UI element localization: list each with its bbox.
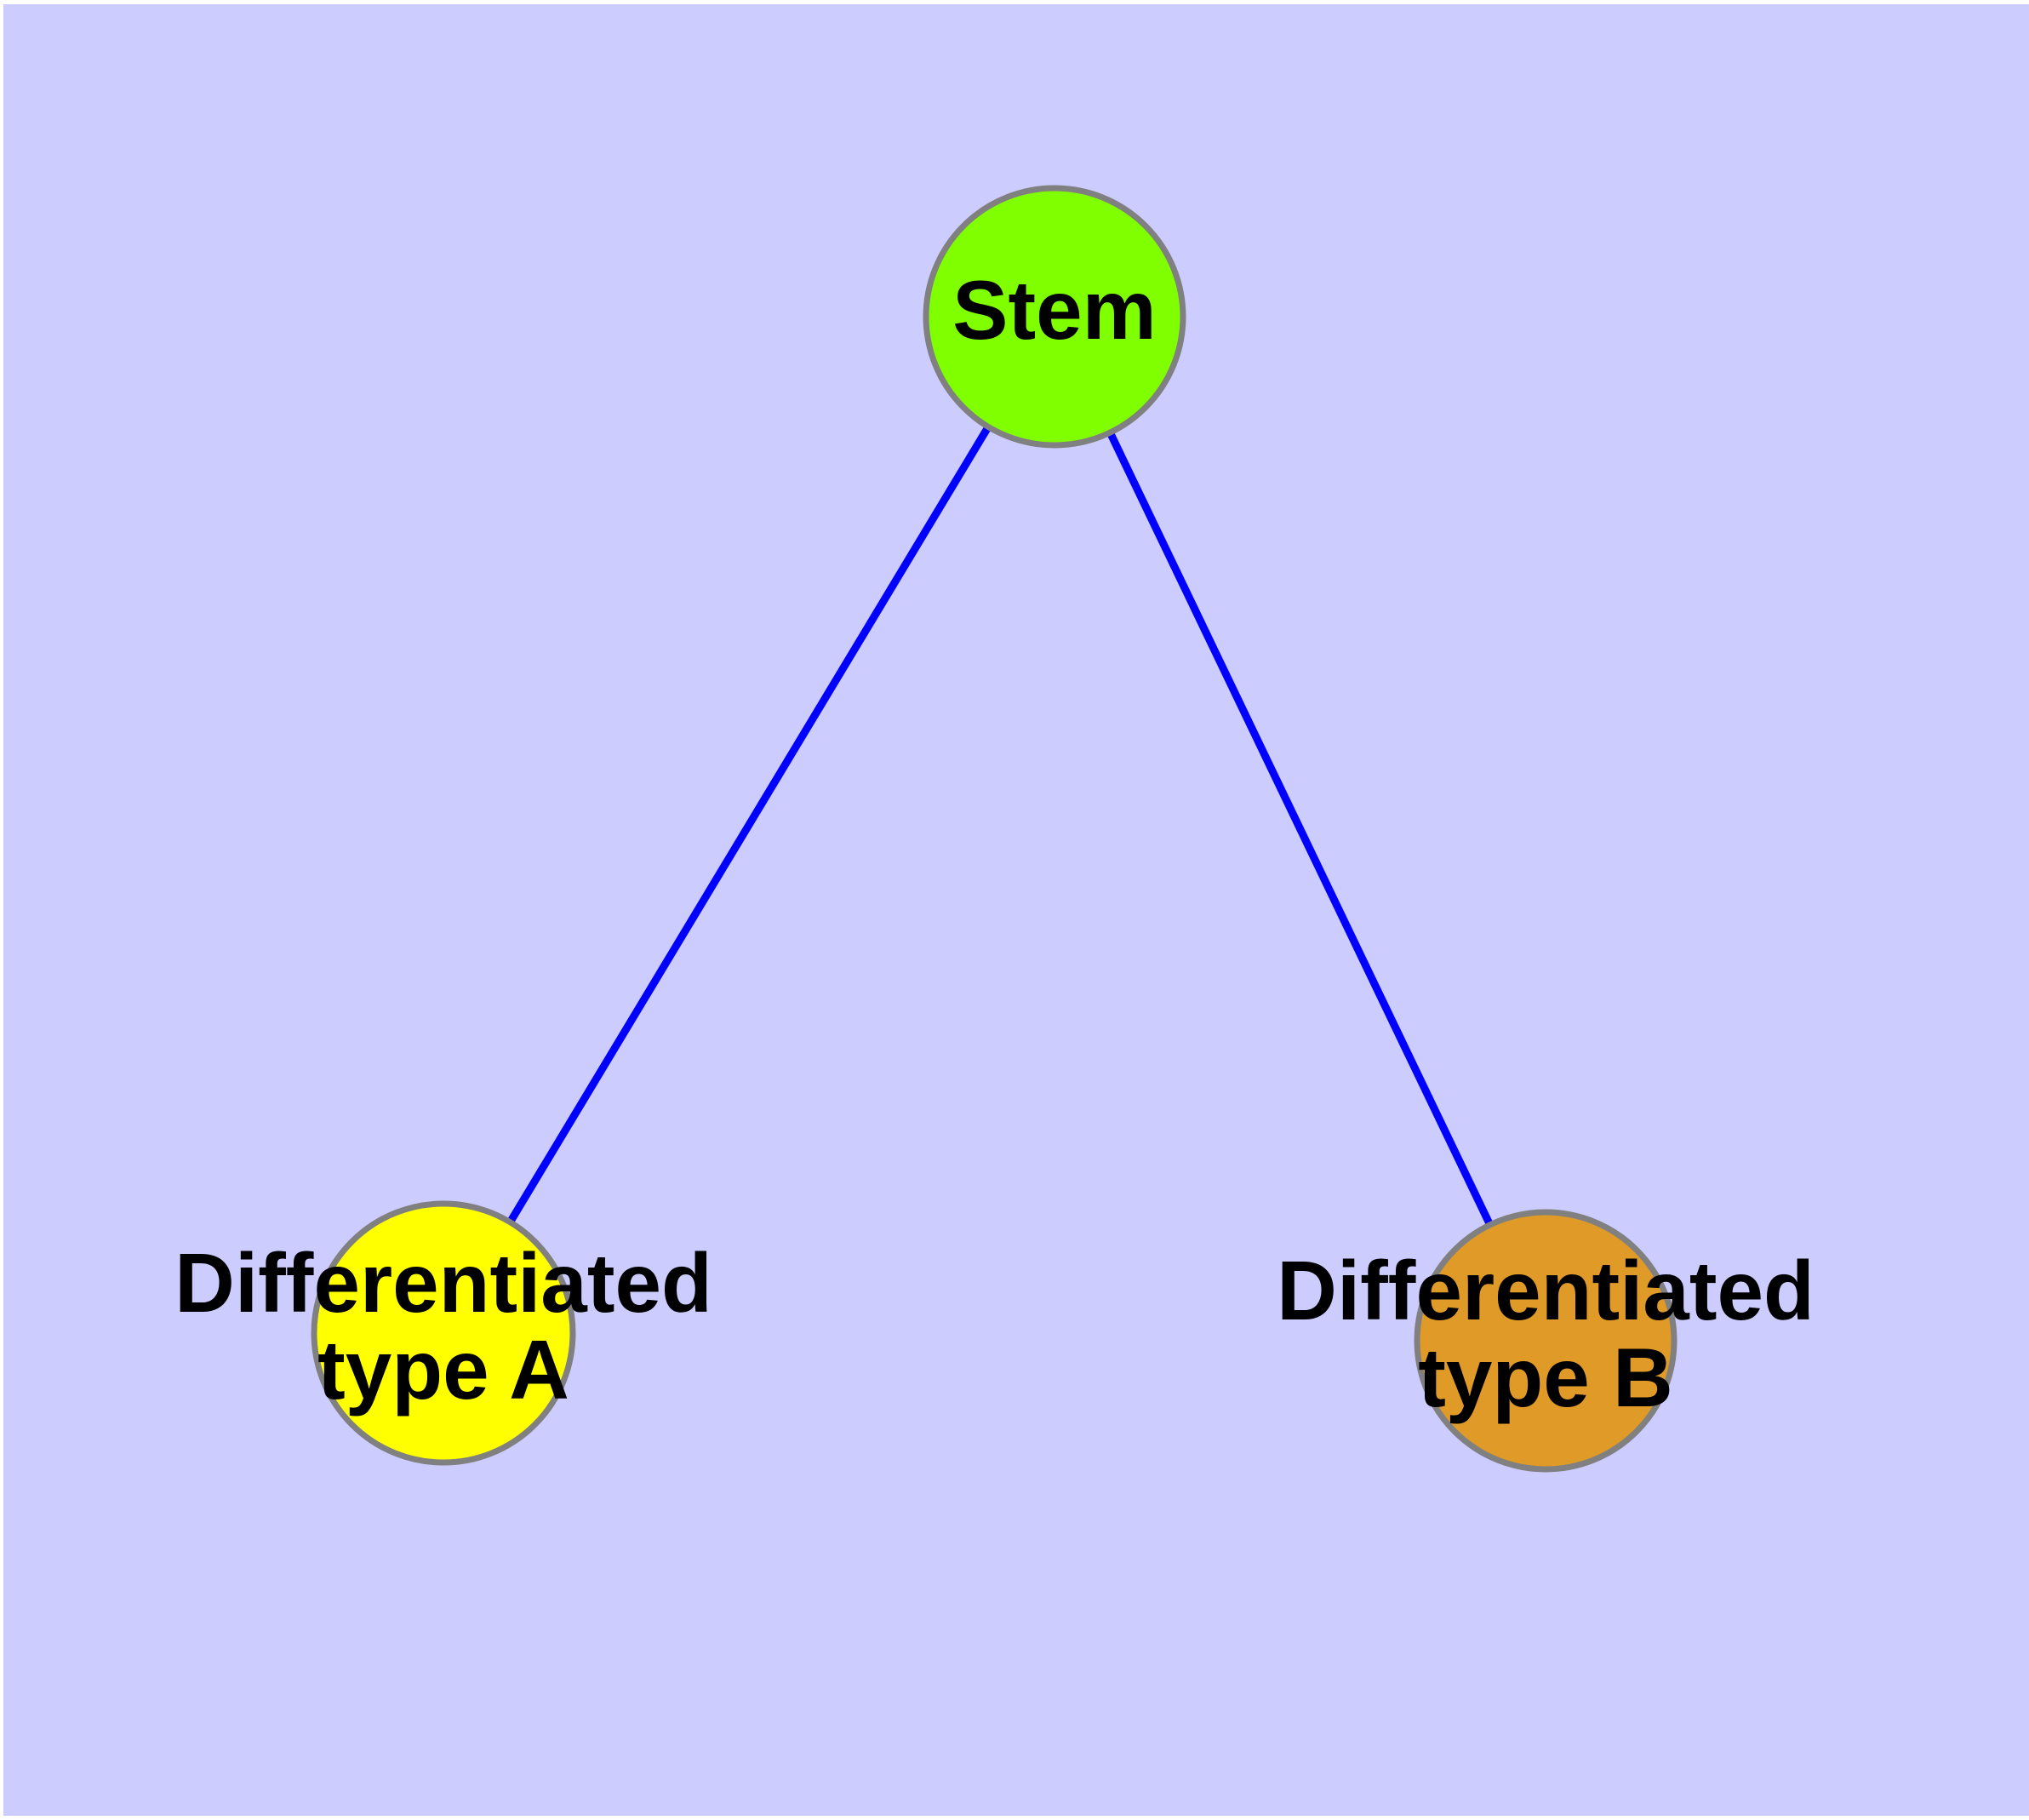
graph-node-stem[interactable] <box>923 185 1186 449</box>
graph-node-diff_a[interactable] <box>311 1200 576 1466</box>
node-label-stem: Stem <box>952 263 1157 357</box>
node-label-line: type B <box>1418 1331 1673 1424</box>
graph-node-diff_b[interactable] <box>1414 1209 1677 1473</box>
node-label-line: Differentiated <box>174 1236 712 1330</box>
node-label-line: Stem <box>952 263 1157 357</box>
nodes-layer <box>311 185 1677 1473</box>
graph-edge[interactable] <box>440 314 1058 1336</box>
edges-layer <box>440 314 1550 1342</box>
node-label-line: type A <box>317 1323 569 1417</box>
node-label-line: Differentiated <box>1277 1244 1815 1337</box>
graph-edge[interactable] <box>1050 315 1550 1342</box>
